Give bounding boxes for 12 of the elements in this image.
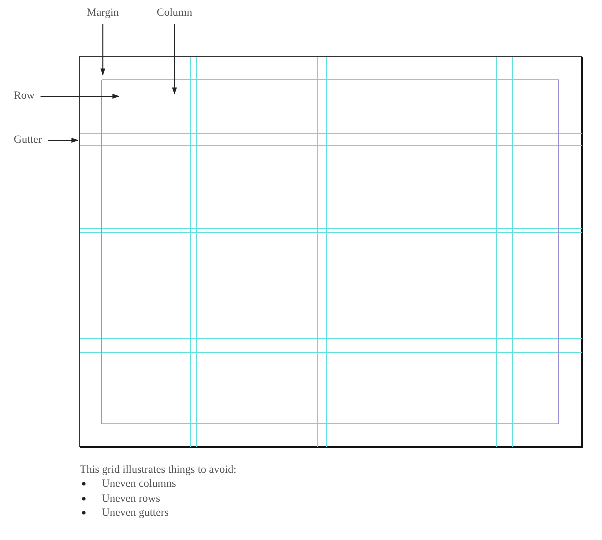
list-item: Uneven rows xyxy=(102,492,160,506)
caption: This grid illustrates things to avoid: xyxy=(80,464,237,477)
callout-label: Row xyxy=(14,90,35,103)
leader-line xyxy=(100,24,106,76)
callout-label: Column xyxy=(157,7,192,20)
leader-line xyxy=(40,94,120,99)
list-item: Uneven columns xyxy=(102,477,176,492)
callout-label: Margin xyxy=(87,7,120,20)
leader-line xyxy=(48,138,79,143)
callout-label: Gutter xyxy=(14,134,42,147)
leader-line xyxy=(172,24,178,95)
list-item: Uneven gutters xyxy=(102,506,169,520)
